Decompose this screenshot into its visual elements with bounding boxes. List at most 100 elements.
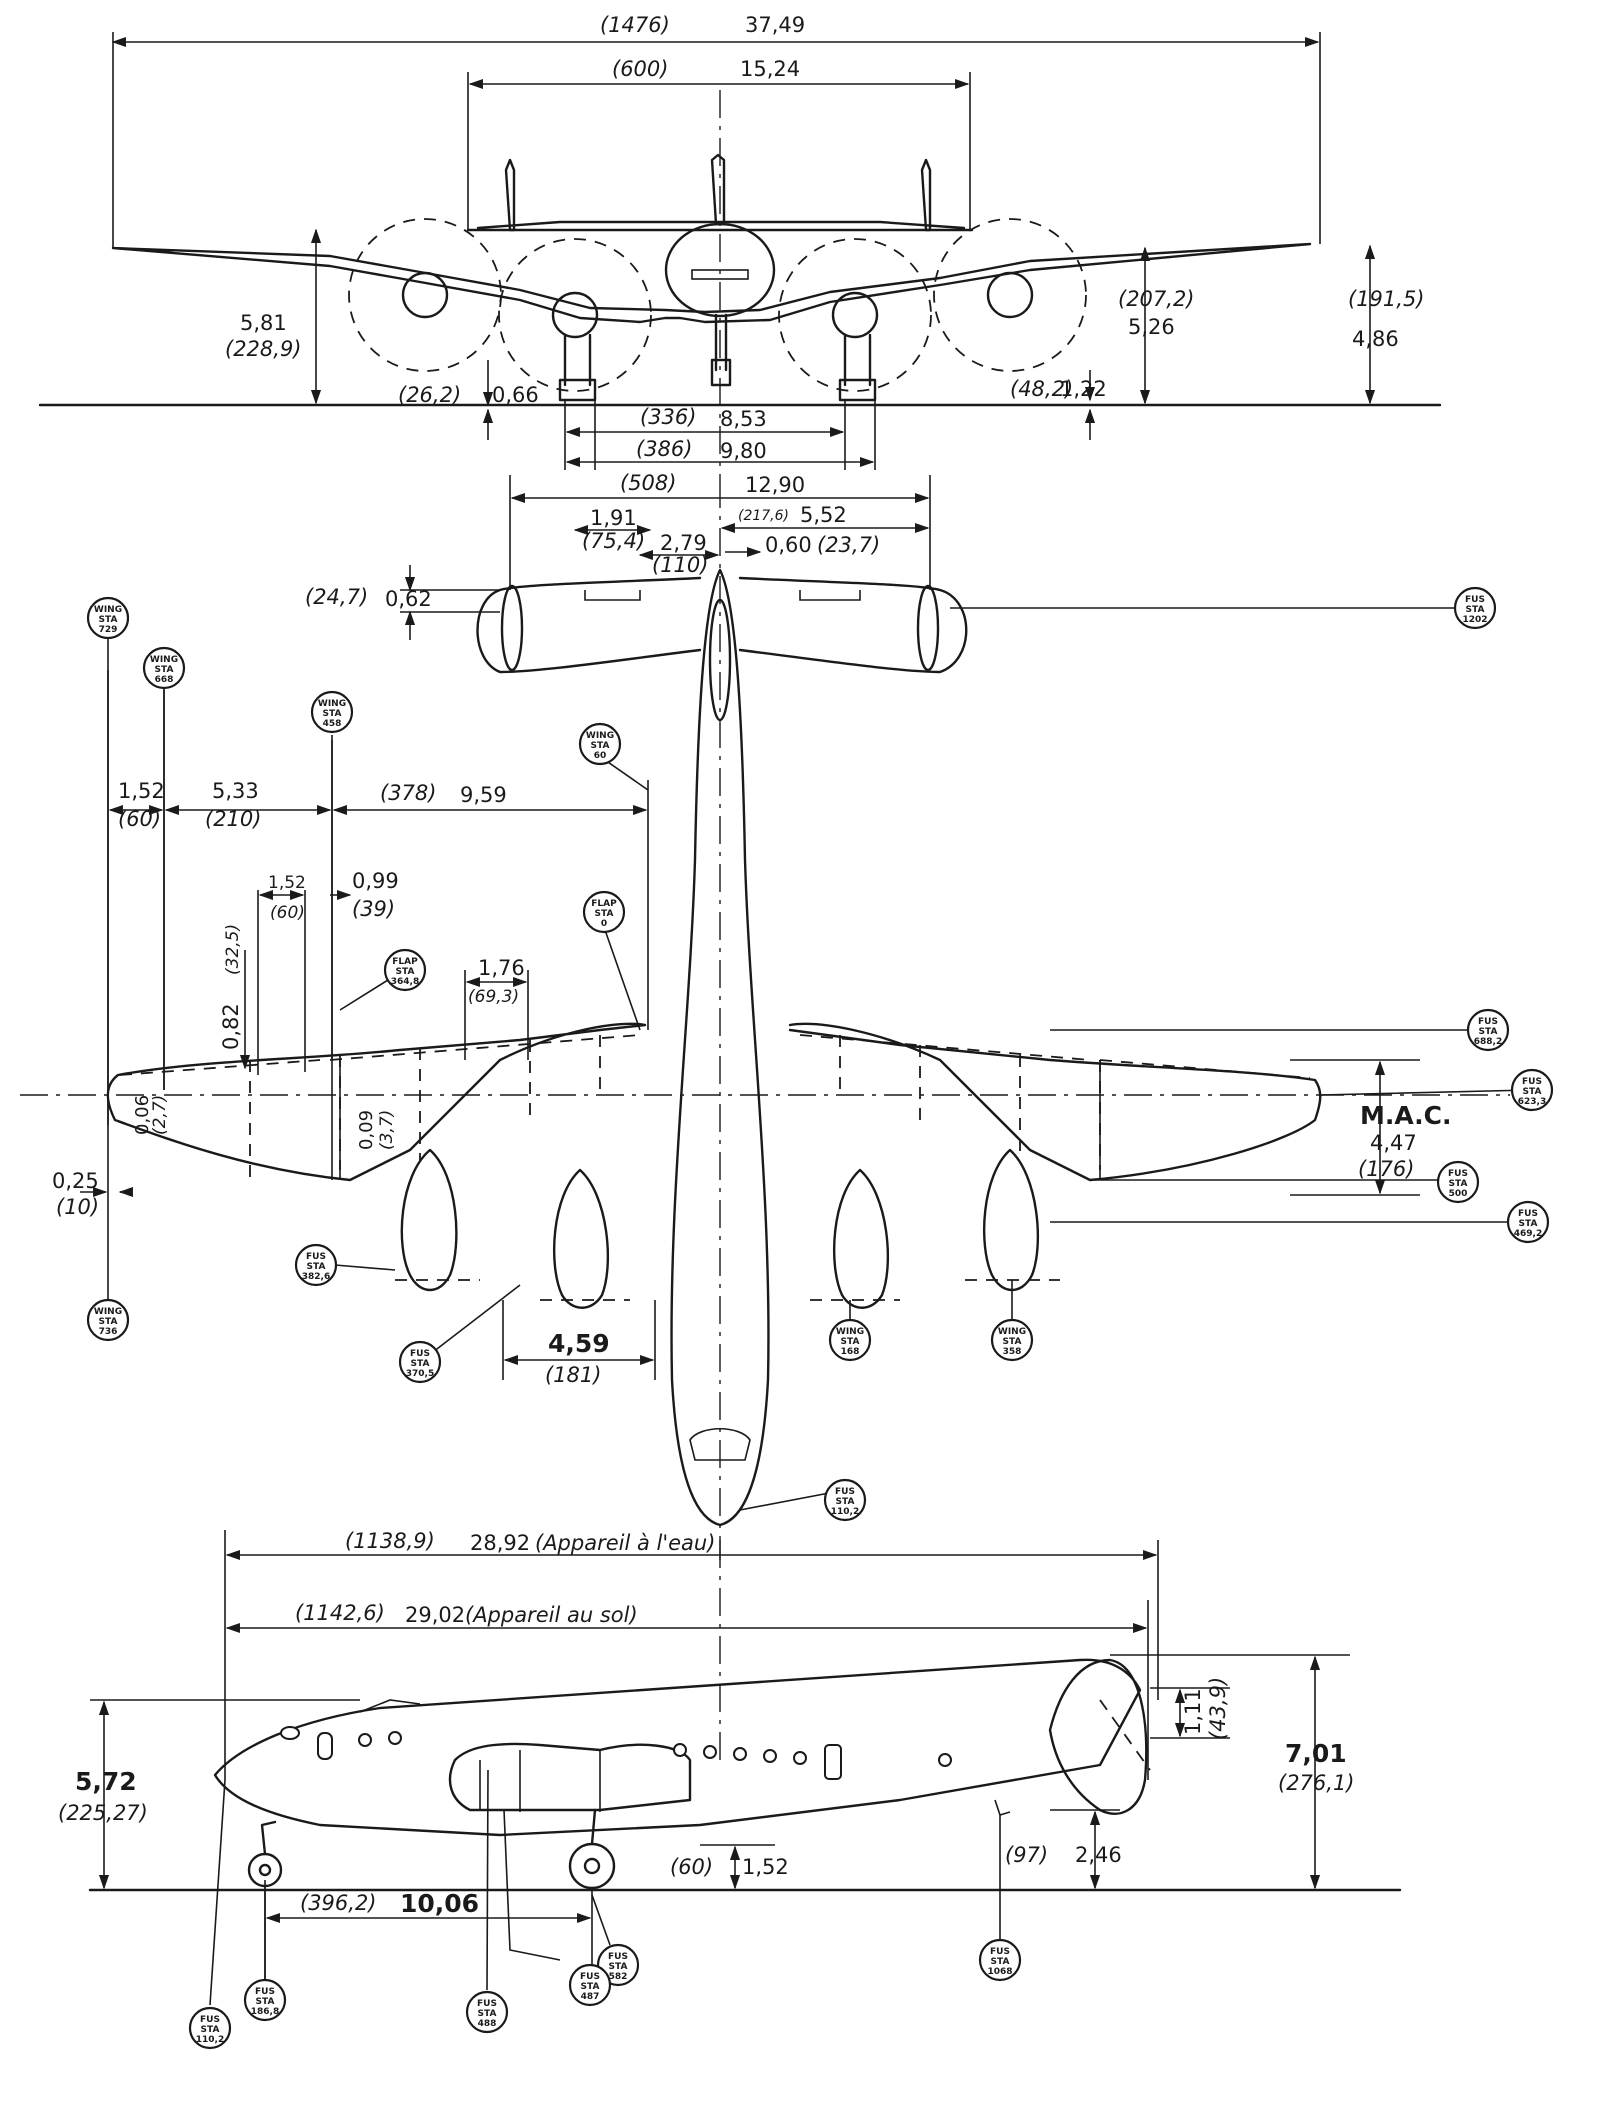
svg-text:(32,5): (32,5) — [223, 924, 243, 975]
station-label: 186,8 — [251, 2007, 279, 2017]
station-label: 736 — [99, 1327, 118, 1337]
span-imp: (1476) — [600, 13, 670, 37]
svg-text:1,52: 1,52 — [268, 873, 306, 893]
front-fin-center — [710, 153, 726, 226]
svg-text:(60): (60) — [270, 903, 305, 923]
station-label: STA — [396, 967, 415, 977]
station-label: WING — [94, 605, 122, 615]
svg-text:(48,2): (48,2) — [1010, 377, 1073, 401]
top-fin-right — [916, 584, 940, 672]
station-label: STA — [155, 665, 174, 675]
svg-text:(2,7): (2,7) — [150, 1095, 170, 1135]
top-cockpit — [689, 1428, 751, 1461]
side-main-wheel — [568, 1842, 616, 1890]
station-label: WING — [836, 1327, 864, 1337]
station-label: FUS — [1478, 1017, 1498, 1027]
svg-text:0,09: 0,09 — [356, 1110, 377, 1150]
station-label: STA — [323, 709, 342, 719]
svg-text:2,79: 2,79 — [660, 531, 707, 555]
svg-text:0,82: 0,82 — [219, 1003, 243, 1050]
front-view: (1476) 37,49 (600) 15,24 5,81 (228,9) (2… — [38, 13, 1442, 480]
svg-text:(276,1): (276,1) — [1278, 1771, 1355, 1795]
span-met: 37,49 — [745, 13, 805, 37]
svg-text:12,90: 12,90 — [745, 473, 805, 497]
engine-3 — [831, 291, 879, 339]
svg-text:(43,9): (43,9) — [1206, 1677, 1230, 1740]
side-view: (1138,9) 28,92 (Appareil à l'eau) (1142,… — [58, 1529, 1402, 1980]
svg-text:(75,4): (75,4) — [582, 529, 645, 553]
svg-text:(207,2): (207,2) — [1118, 287, 1195, 311]
svg-text:(24,7): (24,7) — [305, 585, 368, 609]
svg-text:(Appareil à l'eau): (Appareil à l'eau) — [535, 1531, 715, 1555]
svg-text:(1138,9): (1138,9) — [345, 1529, 435, 1553]
svg-text:(23,7): (23,7) — [817, 533, 880, 557]
station-label: STA — [1449, 1179, 1468, 1189]
front-wing — [111, 242, 1312, 324]
station-label: STA — [307, 1262, 326, 1272]
svg-text:0,25: 0,25 — [52, 1169, 99, 1193]
side-fuselage — [213, 1658, 1142, 1837]
station-label: 1068 — [987, 1967, 1012, 1977]
station-label: STA — [581, 1982, 600, 1992]
station-label: 729 — [99, 625, 118, 635]
station-label: 168 — [841, 1347, 860, 1357]
station-label: FLAP — [392, 957, 418, 967]
engine-2 — [551, 291, 599, 339]
station-label: FUS — [1522, 1077, 1542, 1087]
svg-text:(176): (176) — [1358, 1157, 1414, 1181]
station-label: STA — [1466, 605, 1485, 615]
svg-text:0,62: 0,62 — [385, 587, 432, 611]
prop-disc-3 — [778, 238, 932, 392]
engine-4 — [986, 271, 1034, 319]
station-label: FUS — [306, 1252, 326, 1262]
side-fin — [1048, 1658, 1148, 1815]
svg-text:(69,3): (69,3) — [468, 987, 519, 1007]
svg-text:4,86: 4,86 — [1352, 327, 1399, 351]
svg-text:1,91: 1,91 — [590, 506, 637, 530]
station-label: WING — [318, 699, 346, 709]
station-label: STA — [256, 1997, 275, 2007]
station-label: 110,2 — [196, 2035, 224, 2045]
station-label: FUS — [1465, 595, 1485, 605]
svg-text:(396,2): (396,2) — [300, 1891, 377, 1915]
station-label: 382,6 — [302, 1272, 330, 1282]
top-fin-left — [500, 584, 524, 672]
svg-text:1,52: 1,52 — [742, 1855, 789, 1879]
prop-disc-4 — [933, 218, 1087, 372]
svg-text:0,60: 0,60 — [765, 533, 812, 557]
station-label: 110,2 — [831, 1507, 859, 1517]
station-label: STA — [595, 909, 614, 919]
svg-text:(60): (60) — [118, 807, 161, 831]
station-label: STA — [478, 2009, 497, 2019]
svg-text:(Appareil au sol): (Appareil au sol) — [465, 1603, 638, 1627]
svg-text:9,80: 9,80 — [720, 439, 767, 463]
svg-text:(210): (210) — [205, 807, 261, 831]
svg-text:2,46: 2,46 — [1075, 1843, 1122, 1867]
svg-text:(386): (386) — [636, 437, 692, 461]
svg-text:(228,9): (228,9) — [225, 337, 302, 361]
station-label: WING — [150, 655, 178, 665]
nose-gear — [710, 313, 732, 387]
station-label: 60 — [594, 751, 607, 761]
station-label: FUS — [1448, 1169, 1468, 1179]
svg-text:1,76: 1,76 — [478, 956, 525, 980]
station-label: STA — [1519, 1219, 1538, 1229]
station-callouts: WINGSTA729WINGSTA668WINGSTA458WINGSTA60F… — [86, 586, 1554, 2050]
station-label: 364,8 — [391, 977, 419, 987]
station-label: STA — [591, 741, 610, 751]
svg-text:29,02: 29,02 — [405, 1603, 465, 1627]
svg-text:(10): (10) — [56, 1195, 99, 1219]
station-label: FUS — [255, 1987, 275, 1997]
engine-1 — [401, 271, 449, 319]
svg-text:4,47: 4,47 — [1370, 1131, 1417, 1155]
station-label: WING — [998, 1327, 1026, 1337]
